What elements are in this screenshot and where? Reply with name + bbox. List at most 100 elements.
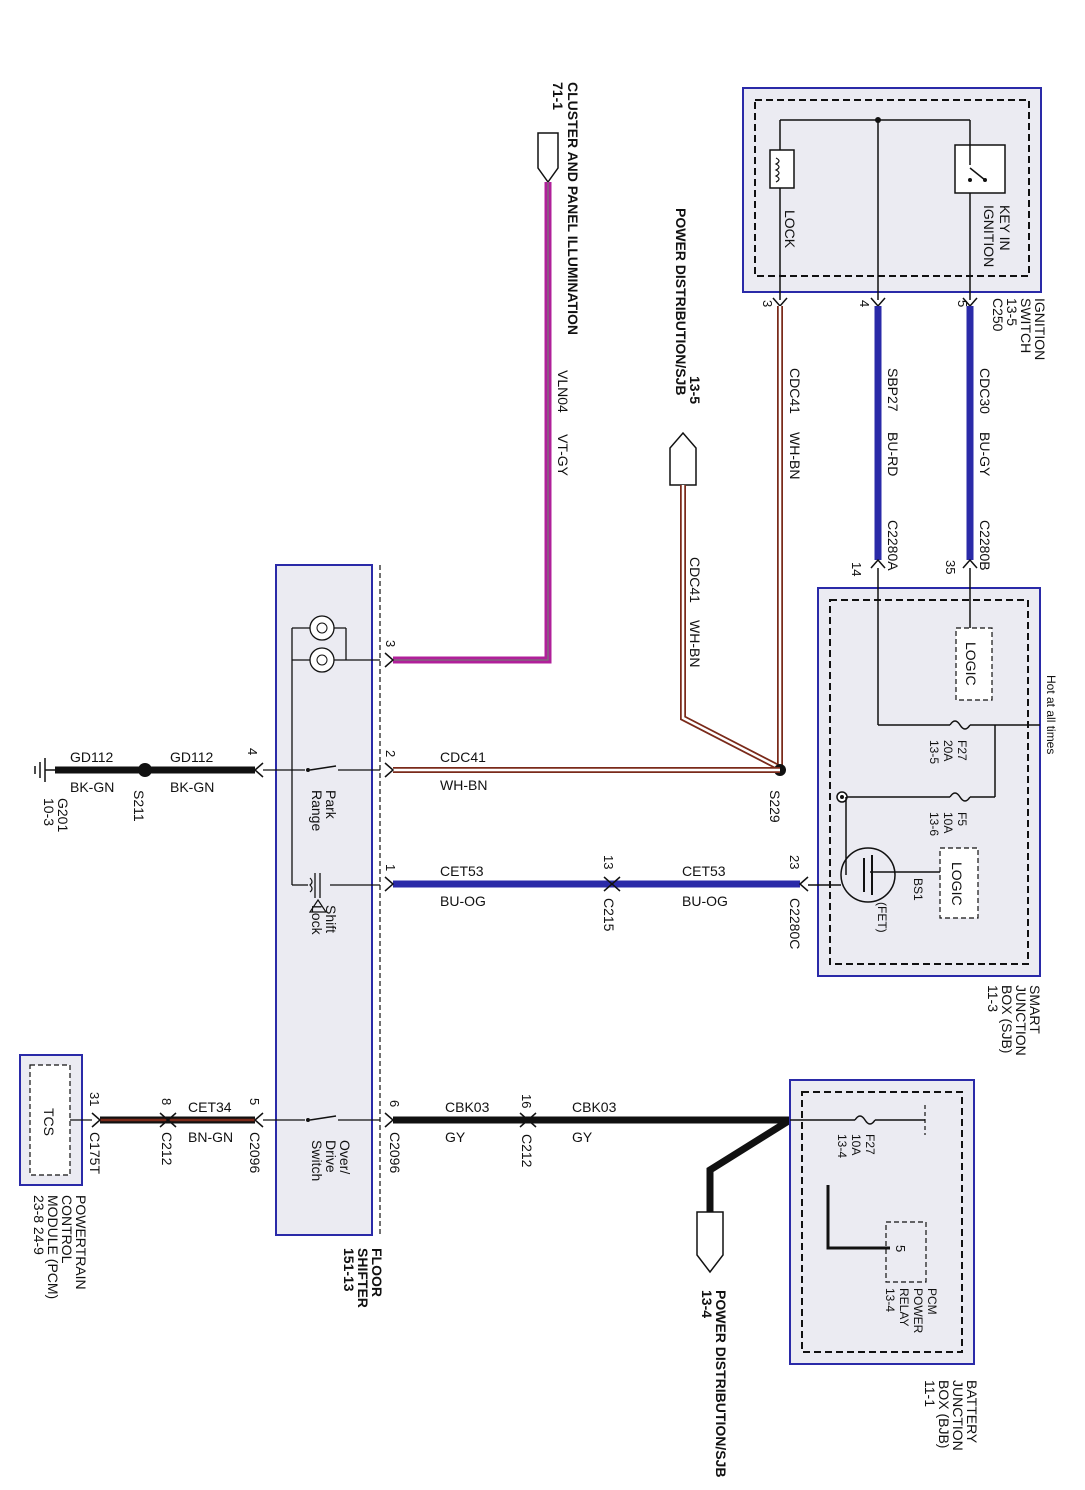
power-distribution-top-reference: POWER DISTRIBUTION/SJB 13-5: [669, 208, 703, 486]
cet53-a-circuit: CET53: [440, 863, 484, 879]
cet53-b-circuit: CET53: [682, 863, 726, 879]
s229-label: S229: [767, 790, 783, 823]
overdrive-3: Switch: [309, 1140, 325, 1181]
cluster-ref-2: 71-1: [550, 82, 566, 110]
sjb-f27-3: 13-5: [927, 740, 941, 764]
cdc30-color: BU-GY: [977, 432, 993, 477]
c175t-label: C175T: [87, 1132, 103, 1174]
bjb-relay-3: RELAY: [897, 1288, 911, 1326]
pd-top-1: POWER DISTRIBUTION/SJB: [673, 208, 689, 395]
wire-cet53: CET53 BU-OG CET53 BU-OG 13 C215 23 C2280…: [384, 855, 809, 949]
fuse-f27-icon: [949, 720, 971, 730]
bjb-relay-2: POWER: [911, 1288, 925, 1334]
cet53-a-color: BU-OG: [440, 893, 486, 909]
sjb-name-2: JUNCTION: [1013, 985, 1029, 1056]
sjb-bs1: BS1: [911, 878, 925, 901]
connector-arrow-icon: [669, 431, 697, 486]
park-range-1: Park: [323, 790, 339, 820]
floor-shifter-module: Park Range Shift Lock Over/ Drive Switch…: [245, 564, 398, 1308]
ignition-switch-name-3: 13-5: [1004, 298, 1020, 326]
splice-s211: [138, 763, 152, 777]
cbk03-a-circuit: CBK03: [445, 1099, 490, 1115]
cdc41-diag-circuit: CDC41: [687, 557, 703, 603]
ground-ref-1: G201: [55, 798, 71, 832]
connector-arrow-icon: [696, 1211, 724, 1274]
sjb-f5-1: F5: [955, 812, 969, 826]
hot-at-all-times: Hot at all times: [1044, 675, 1058, 754]
wire-gd112: S211 GD112 BK-GN GD112 BK-GN G201 10-3: [34, 749, 264, 832]
overdrive-1: Over/: [337, 1140, 353, 1174]
cdc41-h-color: WH-BN: [440, 777, 487, 793]
lamp-icon-1: [309, 615, 335, 641]
shift-lock-1: Shift: [323, 905, 339, 933]
c250-pin-5: 5: [955, 300, 970, 307]
ground-ref-2: 10-3: [41, 798, 57, 826]
cluster-illumination-reference: CLUSTER AND PANEL ILLUMINATION 71-1: [537, 82, 581, 335]
c2280b-label: C2280B: [977, 520, 993, 571]
c250-pin-4: 4: [857, 300, 872, 307]
connector-arrow-icon: [537, 132, 559, 184]
battery-junction-box-module: F27 10A 13-4 5 PCM POWER RELAY 13-4 BATT…: [789, 1079, 980, 1451]
bjb-name-1: BATTERY: [964, 1380, 980, 1444]
c2096-r-label: C2096: [387, 1132, 403, 1173]
cluster-ref-1: CLUSTER AND PANEL ILLUMINATION: [565, 82, 581, 335]
c215-pin: 13: [601, 855, 616, 869]
c215-label: C215: [601, 898, 617, 932]
wire-cdc41-horizontal: CDC41 WH-BN: [384, 749, 780, 793]
pcm-name-2: CONTROL: [59, 1195, 75, 1264]
pd-bottom-2: 13-4: [699, 1290, 715, 1318]
wire-cdc30: CDC30 BU-GY: [962, 297, 993, 569]
cdc41-diag-color: WH-BN: [687, 620, 703, 667]
ignition-switch-name-1: IGNITION: [1032, 298, 1048, 360]
sjb-name-4: 11-3: [985, 985, 1001, 1012]
park-range-switch-icon: [309, 765, 337, 771]
cet34-color: BN-GN: [188, 1129, 233, 1145]
shifter-pin-2: 2: [383, 750, 398, 757]
c2280a-label: C2280A: [885, 520, 901, 571]
bjb-fuse-1: F27: [863, 1134, 877, 1155]
cdc41-h-circuit: CDC41: [440, 749, 486, 765]
fet-icon: [840, 847, 896, 903]
c2096-l-pin: 5: [247, 1098, 262, 1105]
bjb-name-3: BOX (BJB): [936, 1380, 952, 1448]
sbp27-circuit: SBP27: [885, 368, 901, 412]
key-in-ignition-switch-icon: [954, 144, 1006, 194]
bjb-relay-4: 13-4: [883, 1288, 897, 1312]
gd112-b-circuit: GD112: [170, 749, 214, 765]
sjb-logic-2: LOGIC: [949, 862, 965, 906]
cet53-b-color: BU-OG: [682, 893, 728, 909]
bjb-name-4: 11-1: [922, 1380, 938, 1407]
lock-solenoid-icon: [769, 149, 795, 189]
floor-shifter-name-3: 151-13: [341, 1248, 357, 1292]
pd-top-2: 13-5: [687, 376, 703, 404]
ignition-connector-label: C250: [990, 298, 1006, 332]
sjb-f5-3: 13-6: [927, 812, 941, 836]
sjb-f27-1: F27: [955, 740, 969, 761]
sjb-logic-1: LOGIC: [963, 642, 979, 686]
pcm-tcs: TCS: [41, 1108, 57, 1136]
s211-label: S211: [131, 790, 147, 822]
c2096-l-label: C2096: [247, 1132, 263, 1173]
c250-pin-3: 3: [760, 300, 775, 307]
shift-lock-solenoid-icon: [308, 873, 328, 913]
c2096-r-pin: 6: [387, 1100, 402, 1107]
wire-cdc41-diag: CDC41 WH-BN: [680, 485, 782, 771]
key-in-label-2: IGNITION: [981, 205, 997, 267]
overdrive-switch-icon: [309, 1115, 337, 1121]
bjb-name-2: JUNCTION: [950, 1380, 966, 1451]
sjb-name-1: SMART: [1027, 985, 1043, 1034]
ignition-switch-name-2: SWITCH: [1018, 298, 1034, 353]
c2280c-pin: 23: [787, 855, 802, 869]
bjb-relay-1: PCM: [925, 1288, 939, 1315]
pcm-module: TCS POWERTRAIN CONTROL MODULE (PCM) 23-8…: [19, 1054, 92, 1299]
wire-cet34: CET34 BN-GN 5 C2096 8 C212 31 C175T: [87, 1092, 264, 1174]
bjb-fuse-3: 13-4: [835, 1134, 849, 1158]
cbk03-a-color: GY: [445, 1129, 466, 1145]
sjb-name-3: BOX (SJB): [999, 985, 1015, 1053]
cdc41-v-circuit: CDC41: [787, 368, 803, 414]
vln04-circuit: VLN04: [555, 370, 571, 413]
bjb-relay-pin: 5: [893, 1245, 908, 1252]
c212-l-label: C212: [159, 1132, 175, 1166]
power-distribution-bottom-reference: POWER DISTRIBUTION/SJB 13-4: [696, 1211, 729, 1477]
